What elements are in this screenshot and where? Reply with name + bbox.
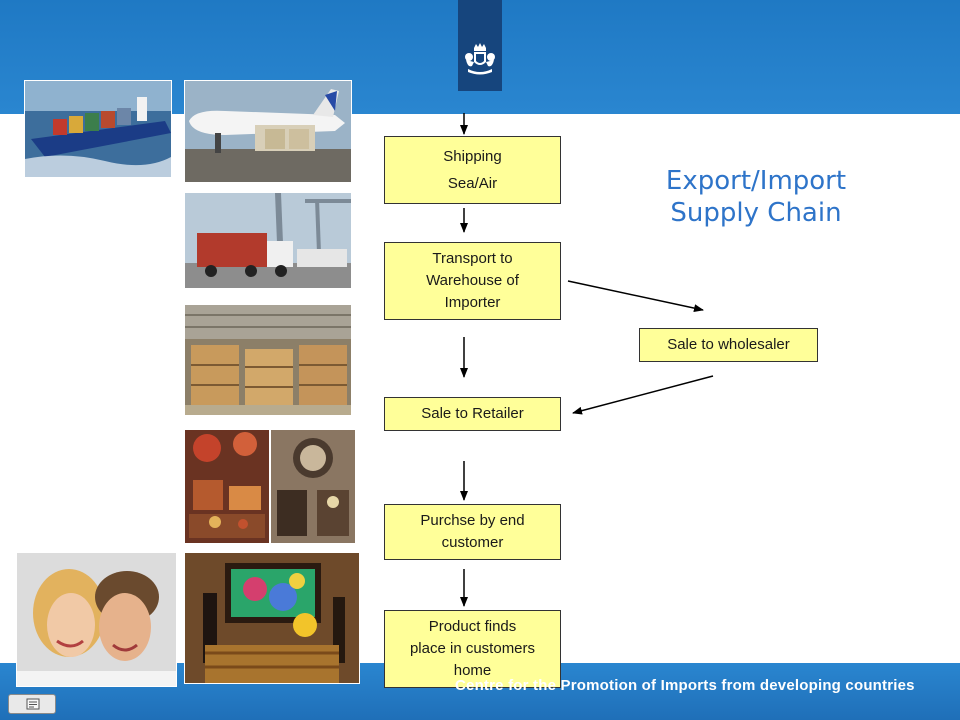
step-transport-line-2: Warehouse of	[426, 272, 519, 290]
emblem-tab	[458, 0, 502, 91]
couple-photo	[16, 552, 177, 687]
slide-nav-button[interactable]	[8, 694, 56, 714]
arrow-wholesaler-to-retailer	[572, 375, 714, 415]
step-product-box: Product finds place in customers home	[384, 610, 561, 688]
slide-navigation-icon	[26, 698, 40, 710]
side-step-wholesaler-line-1: Sale to wholesaler	[667, 336, 790, 354]
step-shipping-box: Shipping Sea/Air	[384, 136, 561, 204]
step-purchase-line-2: customer	[441, 534, 504, 551]
step-purchase-line-1: Purchse by end	[420, 512, 525, 530]
step-transport-line-1: Transport to	[432, 250, 513, 268]
diagram-title-line-2: Supply Chain	[670, 198, 842, 228]
container-ship-photo	[24, 80, 172, 178]
warehouse-photo	[184, 304, 352, 416]
step-transport-box: Transport to Warehouse of Importer	[384, 242, 561, 320]
footer-organization-text: Centre for the Promotion of Imports from…	[455, 677, 915, 694]
step-retailer-line-1: Sale to Retailer	[421, 405, 524, 423]
living-room-photo	[184, 552, 360, 684]
cargo-plane-photo	[184, 80, 352, 183]
step-shipping-line-1: Shipping	[443, 147, 502, 165]
diagram-title: Export/Import Supply Chain	[640, 165, 872, 229]
side-step-wholesaler-box: Sale to wholesaler	[639, 328, 818, 362]
step-transport-line-3: Importer	[444, 293, 501, 311]
store-interior-photo-left	[184, 429, 270, 544]
diagram-title-line-1: Export/Import	[665, 166, 847, 196]
step-retailer-box: Sale to Retailer	[384, 397, 561, 431]
royal-coat-of-arms-icon	[465, 43, 495, 75]
store-interior-photo-right	[270, 429, 356, 544]
step-product-line-3: home	[453, 661, 492, 679]
truck-port-photo	[184, 192, 352, 289]
step-shipping-line-2: Sea/Air	[447, 174, 498, 192]
step-purchase-box: Purchse by end customer	[384, 504, 561, 560]
arrow-transport-to-wholesaler	[567, 280, 704, 313]
step-product-line-1: Product finds	[428, 618, 517, 636]
step-product-line-2: place in customers	[409, 640, 536, 658]
